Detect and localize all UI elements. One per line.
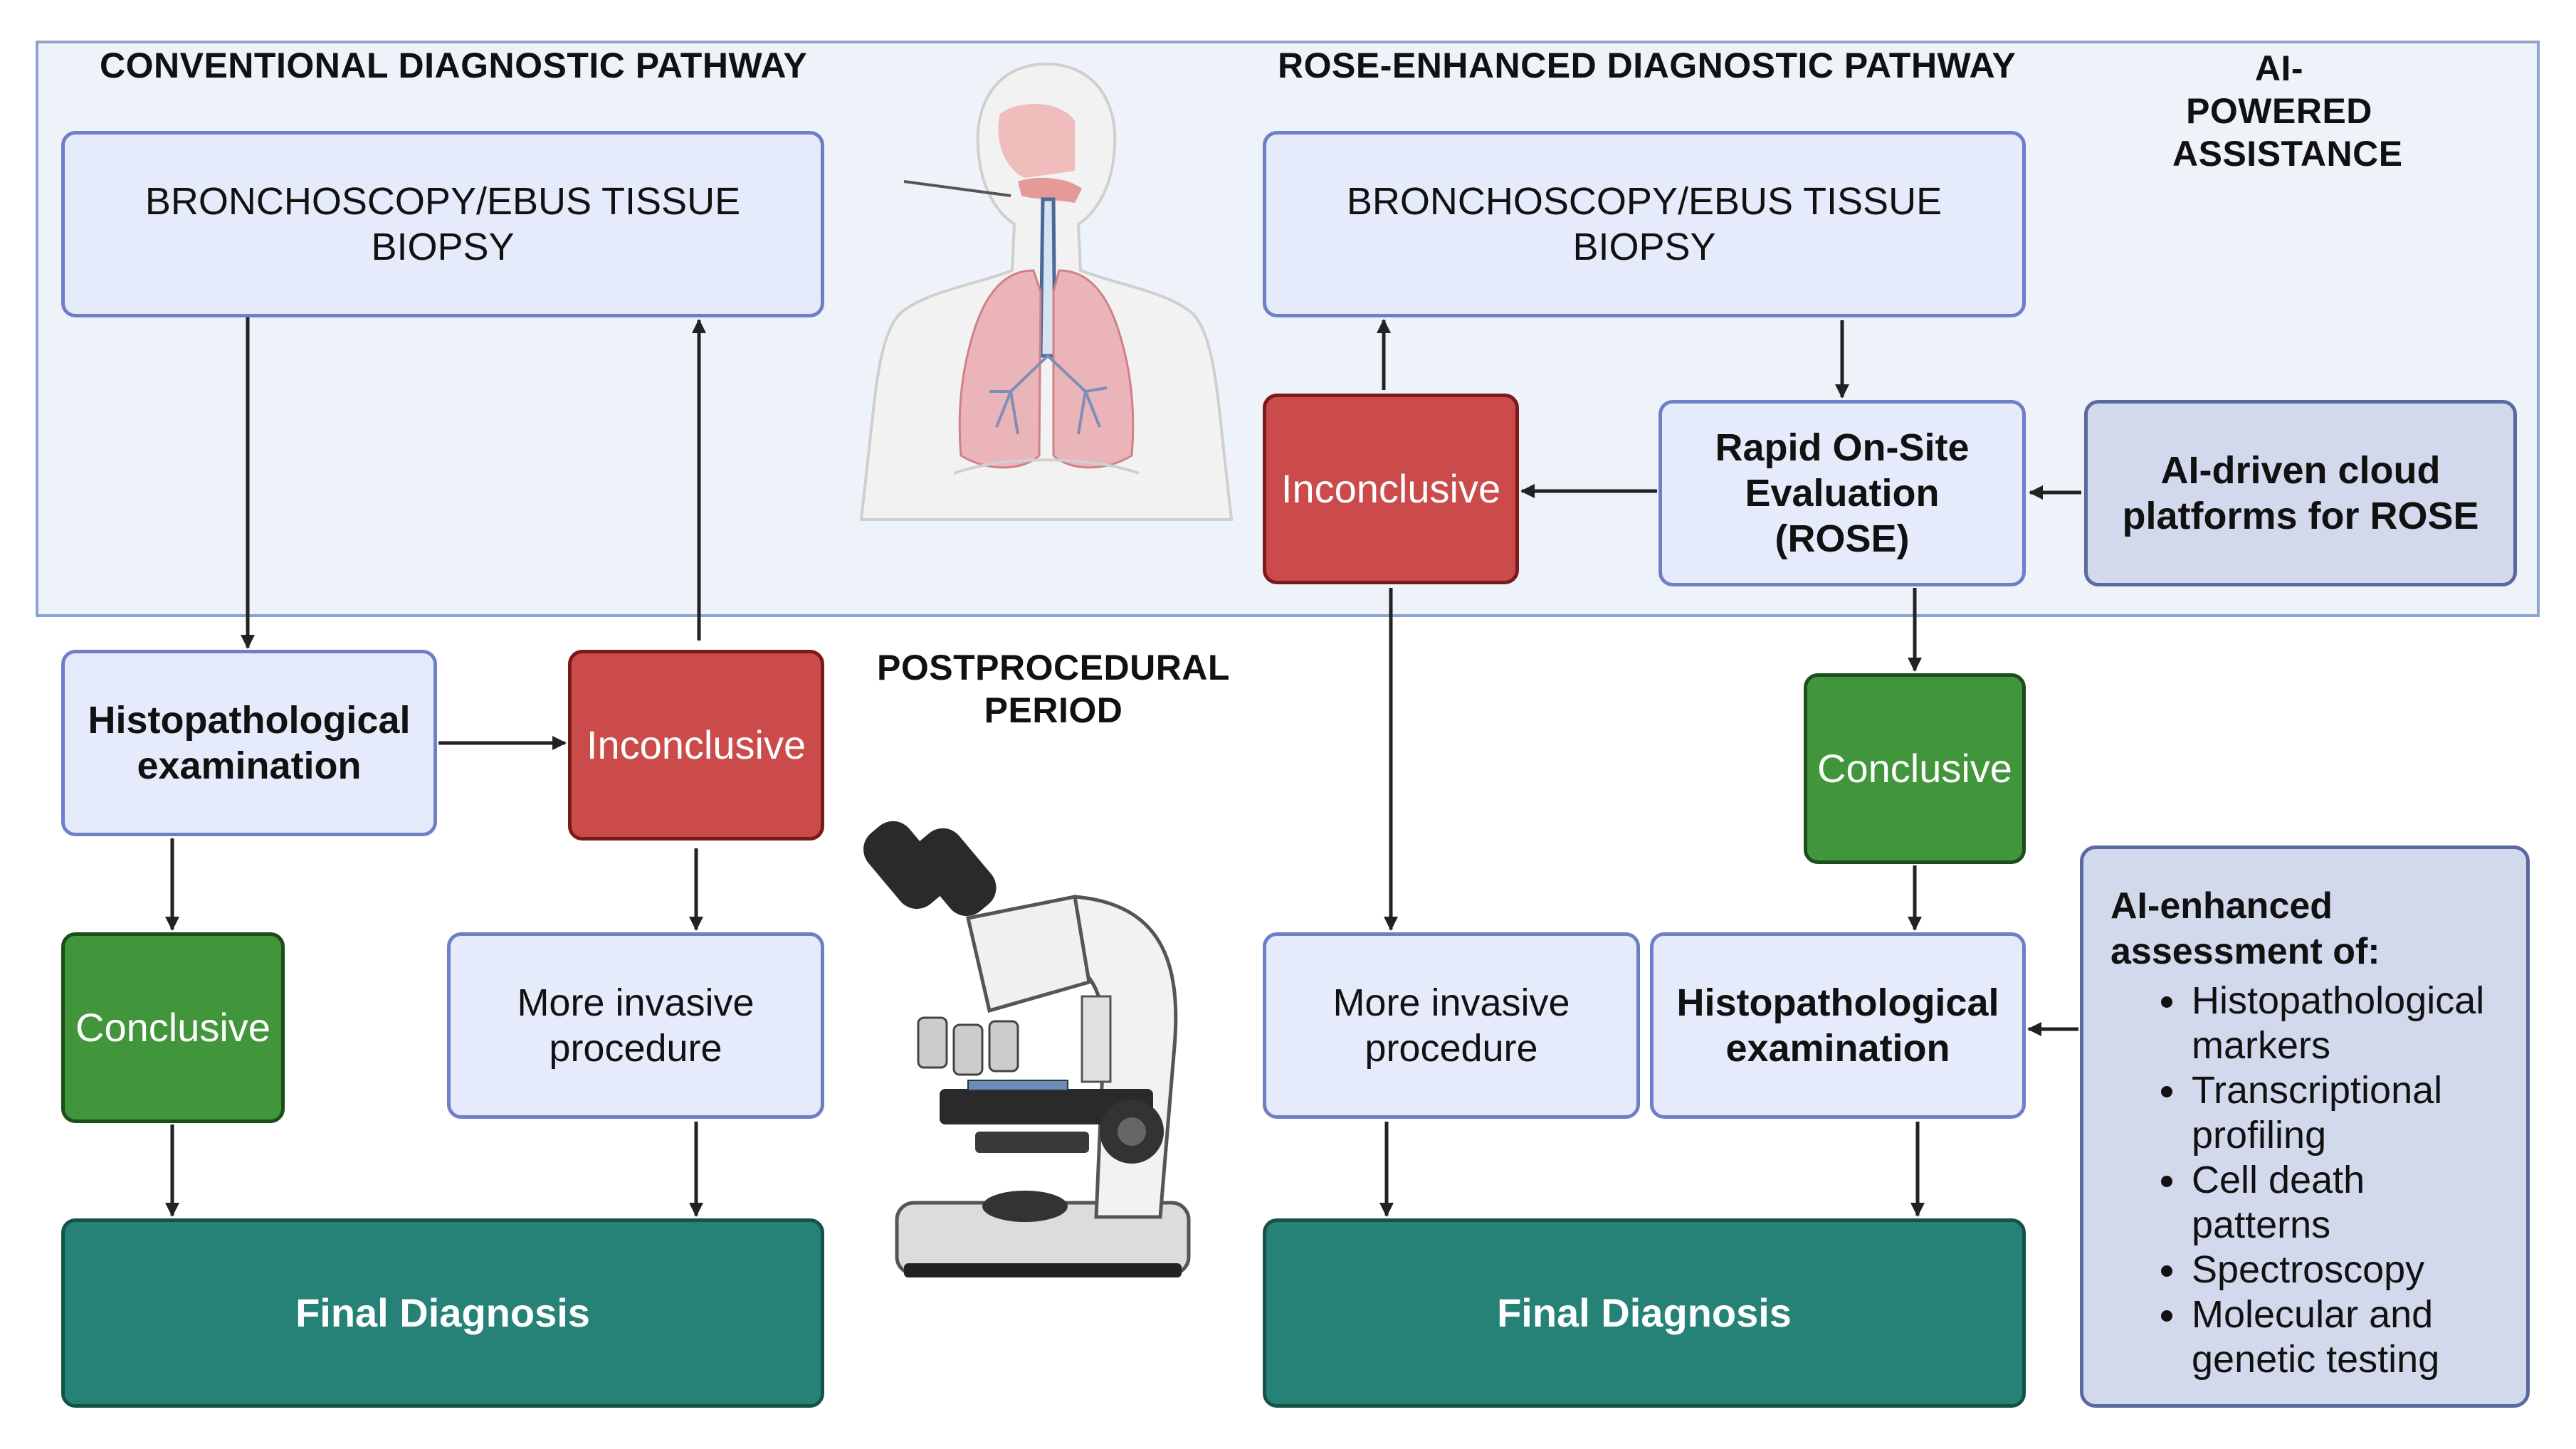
- conv-inconclusive-label: Inconclusive: [586, 722, 806, 767]
- heading-ai: AI-POWERED ASSISTANCE: [2172, 47, 2403, 175]
- conv-final-box: Final Diagnosis: [61, 1218, 824, 1408]
- light-source: [982, 1191, 1068, 1222]
- oral-cavity: [1018, 177, 1082, 203]
- rose-invasive-line1: More invasive: [1332, 981, 1570, 1024]
- conv-histo-box: Histopathological examination: [61, 650, 437, 836]
- rose-histo-box: Histopathological examination: [1650, 932, 2026, 1119]
- conv-conclusive-box: Conclusive: [61, 932, 285, 1123]
- right-lung: [1052, 269, 1135, 469]
- ai-cloud-line1: AI-driven cloud: [2160, 449, 2441, 492]
- ai-item-line1: Transcriptional: [2192, 1069, 2443, 1112]
- rose-evaluation-line1: Rapid On-Site: [1715, 426, 1970, 469]
- diaphragm: [953, 458, 1140, 475]
- conv-biopsy-box: BRONCHOSCOPY/EBUS TISSUE BIOPSY: [61, 131, 824, 317]
- conv-histo-line2: examination: [137, 744, 362, 787]
- ai-item-line2: markers: [2192, 1024, 2331, 1067]
- ai-assessment-title: AI-enhanced assessment of:: [2110, 883, 2512, 974]
- bronchi: [989, 354, 1108, 435]
- rose-inconclusive-box: Inconclusive: [1263, 394, 1519, 584]
- rose-final-box: Final Diagnosis: [1263, 1218, 2026, 1408]
- eyepiece-right: [913, 828, 997, 917]
- microscope-illustration: [863, 821, 1191, 1277]
- left-lung: [958, 269, 1042, 469]
- bronchoscope: [903, 180, 1011, 197]
- rose-invasive-box: More invasive procedure: [1263, 932, 1640, 1119]
- rose-biopsy-box: BRONCHOSCOPY/EBUS TISSUE BIOPSY: [1263, 131, 2026, 317]
- ai-item-line1: Molecular and: [2192, 1293, 2434, 1336]
- heading-ai-line1: AI-POWERED: [2186, 48, 2372, 131]
- rose-histo-line1: Histopathological: [1676, 981, 1999, 1024]
- nasal-cavity: [998, 104, 1075, 178]
- ai-item-line2: patterns: [2192, 1203, 2331, 1246]
- rose-conclusive-box: Conclusive: [1804, 673, 2026, 864]
- ai-item-line1: Cell death: [2192, 1159, 2365, 1201]
- ai-assessment-item: Molecular and genetic testing: [2189, 1292, 2512, 1382]
- ai-assessment-list: Histopathological markers Transcriptiona…: [2110, 979, 2512, 1382]
- heading-conventional: CONVENTIONAL DIAGNOSTIC PATHWAY: [100, 46, 808, 85]
- ai-item-line2: profiling: [2192, 1114, 2327, 1156]
- conv-biopsy-line2: BIOPSY: [371, 226, 515, 268]
- rose-evaluation-box: Rapid On-Site Evaluation (ROSE): [1658, 400, 2026, 586]
- heading-post-line2: PERIOD: [984, 690, 1123, 730]
- conv-biopsy-line1: BRONCHOSCOPY/EBUS TISSUE: [144, 180, 741, 223]
- conv-conclusive-label: Conclusive: [75, 1005, 270, 1050]
- ai-assessment-item: Transcriptional profiling: [2189, 1068, 2512, 1158]
- conv-invasive-box: More invasive procedure: [447, 932, 824, 1119]
- human-lungs-illustration: [859, 62, 1234, 521]
- eyepiece-left: [863, 821, 947, 910]
- ai-assessment-box: AI-enhanced assessment of: Histopatholog…: [2080, 845, 2530, 1408]
- ai-assessment-title-line2: assessment of:: [2110, 931, 2380, 972]
- microscope-stage: [940, 1089, 1153, 1124]
- objective-lenses: [917, 1016, 1019, 1076]
- conv-final-label: Final Diagnosis: [295, 1290, 590, 1335]
- rose-histo-line2: examination: [1725, 1027, 1950, 1070]
- rose-conclusive-label: Conclusive: [1817, 746, 2012, 791]
- rose-inconclusive-label: Inconclusive: [1281, 466, 1501, 511]
- rose-biopsy-line1: BRONCHOSCOPY/EBUS TISSUE: [1346, 180, 1942, 223]
- heading-post-line1: POSTPROCEDURAL: [877, 648, 1230, 687]
- ai-assessment-item: Cell death patterns: [2189, 1158, 2512, 1248]
- conv-invasive-line1: More invasive: [517, 981, 755, 1024]
- microscope-head: [965, 895, 1091, 1013]
- rose-evaluation-line3: (ROSE): [1775, 517, 1910, 560]
- rose-final-label: Final Diagnosis: [1497, 1290, 1792, 1335]
- ai-assessment-item: Histopathological markers: [2189, 979, 2512, 1068]
- rose-invasive-line2: procedure: [1365, 1027, 1538, 1070]
- ai-item-line2: genetic testing: [2192, 1338, 2440, 1381]
- ai-assessment-item: Spectroscopy: [2189, 1248, 2512, 1292]
- conv-inconclusive-box: Inconclusive: [568, 650, 824, 841]
- rose-biopsy-line2: BIOPSY: [1572, 226, 1716, 268]
- ai-cloud-box: AI-driven cloud platforms for ROSE: [2084, 400, 2517, 586]
- ai-item-line1: Histopathological: [2192, 979, 2485, 1022]
- heading-ai-line2: ASSISTANCE: [2172, 134, 2403, 174]
- ai-cloud-line2: platforms for ROSE: [2122, 495, 2479, 537]
- heading-postprocedural: POSTPROCEDURAL PERIOD: [868, 646, 1239, 732]
- conv-invasive-line2: procedure: [549, 1027, 722, 1070]
- ai-item-line1: Spectroscopy: [2192, 1248, 2425, 1291]
- ai-assessment-title-line1: AI-enhanced: [2110, 885, 2333, 927]
- rose-evaluation-line2: Evaluation: [1745, 472, 1940, 515]
- heading-rose: ROSE-ENHANCED DIAGNOSTIC PATHWAY: [1278, 46, 2017, 85]
- conv-histo-line1: Histopathological: [88, 699, 411, 742]
